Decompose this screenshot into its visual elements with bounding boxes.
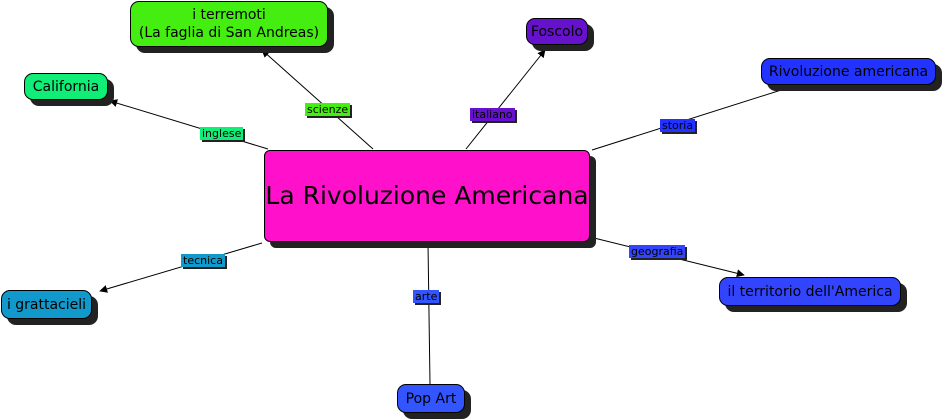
node-pop-art-label: Pop Art (405, 390, 457, 407)
link-line-storia (591, 83, 798, 151)
node-terremoti-label: i terremoti (La faglia di San Andreas) (138, 7, 320, 41)
link-label-storia[interactable]: storia (660, 119, 696, 132)
center-concept-label: La Rivoluzione Americana (265, 181, 589, 210)
link-label-inglese[interactable]: inglese (200, 127, 244, 140)
link-label-geografia[interactable]: geografia (629, 245, 686, 258)
node-california[interactable]: California (24, 73, 108, 100)
node-grattacieli-label: i grattacieli (6, 296, 87, 313)
link-line-tecnica (99, 242, 263, 293)
node-rivoluzione-americana-label: Rivoluzione americana (768, 63, 929, 80)
link-line-arte (427, 242, 431, 385)
center-concept[interactable]: La Rivoluzione Americana (264, 150, 590, 242)
node-pop-art[interactable]: Pop Art (397, 384, 465, 413)
link-line-scienze (261, 49, 374, 150)
node-california-label: California (32, 78, 100, 95)
link-label-italiano[interactable]: italiano (470, 108, 515, 121)
link-line-inglese (109, 99, 269, 150)
node-grattacieli[interactable]: i grattacieli (1, 290, 92, 319)
link-label-arte[interactable]: arte (413, 290, 440, 303)
link-label-scienze[interactable]: scienze (305, 103, 351, 116)
node-territorio-label: il territorio dell'America (727, 283, 893, 300)
node-territorio[interactable]: il territorio dell'America (719, 277, 901, 306)
node-terremoti[interactable]: i terremoti (La faglia di San Andreas) (130, 1, 328, 47)
link-label-tecnica[interactable]: tecnica (181, 254, 225, 267)
node-foscolo[interactable]: Foscolo (526, 18, 588, 45)
node-rivoluzione-americana[interactable]: Rivoluzione americana (761, 58, 936, 85)
node-foscolo-label: Foscolo (530, 23, 584, 40)
link-line-italiano (465, 49, 546, 150)
